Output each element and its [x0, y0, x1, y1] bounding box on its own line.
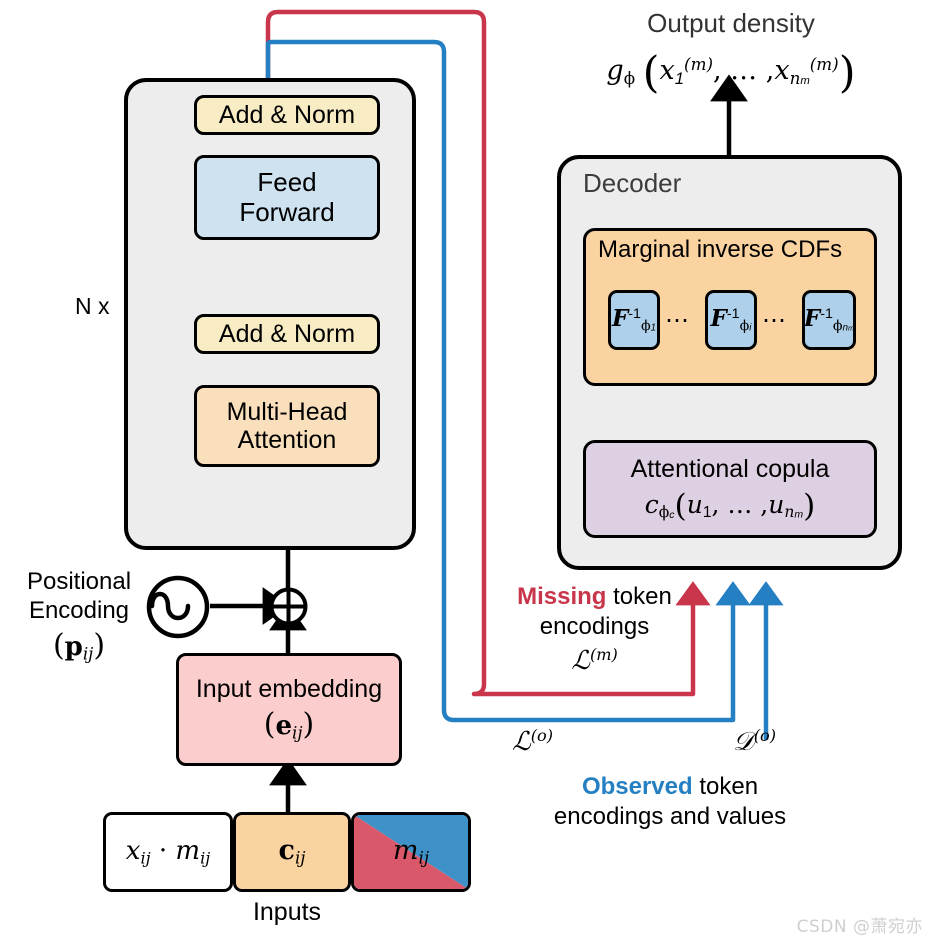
positional-encoding-line2: Encoding: [28, 596, 130, 624]
multi-head-attention-box[interactable]: Multi-Head Attention: [194, 385, 380, 467]
input-embedding-label: Input embedding: [195, 675, 383, 704]
watermark: CSDN @萧宛亦: [796, 917, 923, 937]
decoder-title: Decoder: [583, 168, 682, 198]
cdf-box-i-label: F-1ϕi: [710, 304, 752, 334]
feed-forward-label-line2: Forward: [239, 196, 335, 227]
attentional-copula-box[interactable]: Attentional copula cϕc(u1, … ,unm): [583, 440, 877, 538]
feed-forward-box[interactable]: Feed Forward: [194, 155, 380, 240]
missing-token-line1: Missing token: [492, 582, 697, 612]
missing-token-line2: encodings: [539, 613, 650, 640]
multi-head-label-line1: Multi-Head: [226, 398, 348, 426]
input-cell-x-times-m-label: xij · mij: [125, 835, 211, 868]
output-density-formula: gϕ (x1(m), … ,xnm(m)): [606, 48, 856, 98]
marginal-inverse-cdfs-title: Marginal inverse CDFs: [598, 236, 843, 263]
cdf-box-1[interactable]: F-1ϕ1: [608, 290, 660, 350]
input-cell-c-label: cij: [278, 835, 306, 868]
observed-x-symbol: 𝒟(o): [733, 726, 777, 757]
cdf-ellipsis-2: ⋯: [762, 307, 786, 334]
input-cell-c[interactable]: cij: [233, 812, 351, 892]
add-norm-top-box[interactable]: Add & Norm: [194, 95, 380, 135]
missing-token-rest: token: [606, 583, 672, 610]
add-norm-bottom-label: Add & Norm: [218, 320, 356, 348]
encoder-repeat-label: N x: [75, 293, 110, 319]
inputs-caption: Inputs: [252, 898, 322, 926]
observed-token-line1: Observed token: [500, 772, 840, 802]
feed-forward-label-line1: Feed: [257, 167, 317, 198]
observed-token-rest: token: [692, 773, 759, 800]
input-cell-x-times-m[interactable]: xij · mij: [103, 812, 233, 892]
positional-encoding-label: Positional Encoding (pij): [14, 568, 144, 664]
input-embedding-box[interactable]: Input embedding (eij): [176, 653, 402, 766]
cdf-box-n-label: F-1ϕnm: [803, 304, 855, 334]
output-density-title: Output density: [647, 8, 815, 38]
observed-z-symbol: ℒ(o): [512, 726, 554, 757]
sine-wave-icon: [146, 575, 210, 639]
missing-token-symbol: ℒ(m): [571, 645, 618, 676]
cdf-ellipsis-1: ⋯: [665, 307, 689, 334]
input-embedding-symbol: (eij): [263, 707, 315, 744]
positional-encoding-symbol: (pij): [52, 627, 106, 664]
positional-encoding-line1: Positional: [26, 568, 132, 595]
observed-token-annotation: Observed token encodings and values: [500, 772, 840, 832]
add-norm-bottom-box[interactable]: Add & Norm: [194, 314, 380, 354]
circled-plus-icon: [269, 587, 308, 626]
missing-token-annotation: Missing token encodings ℒ(m): [492, 582, 697, 678]
multi-head-label-line2: Attention: [237, 426, 337, 454]
observed-keyword: Observed: [581, 773, 693, 800]
cdf-box-i[interactable]: F-1ϕi: [705, 290, 757, 350]
missing-keyword: Missing: [517, 583, 607, 610]
add-norm-top-label: Add & Norm: [218, 101, 356, 129]
input-cell-mask-label: mij: [392, 835, 430, 868]
cdf-box-n[interactable]: F-1ϕnm: [802, 290, 856, 350]
attentional-copula-title: Attentional copula: [630, 454, 830, 483]
input-cell-mask[interactable]: mij: [351, 812, 471, 892]
mask-split-fill: [354, 815, 468, 889]
cdf-box-1-label: F-1ϕ1: [611, 304, 657, 334]
observed-token-line2: encodings and values: [553, 803, 787, 830]
attentional-copula-formula: cϕc(u1, … ,unm): [644, 487, 816, 524]
